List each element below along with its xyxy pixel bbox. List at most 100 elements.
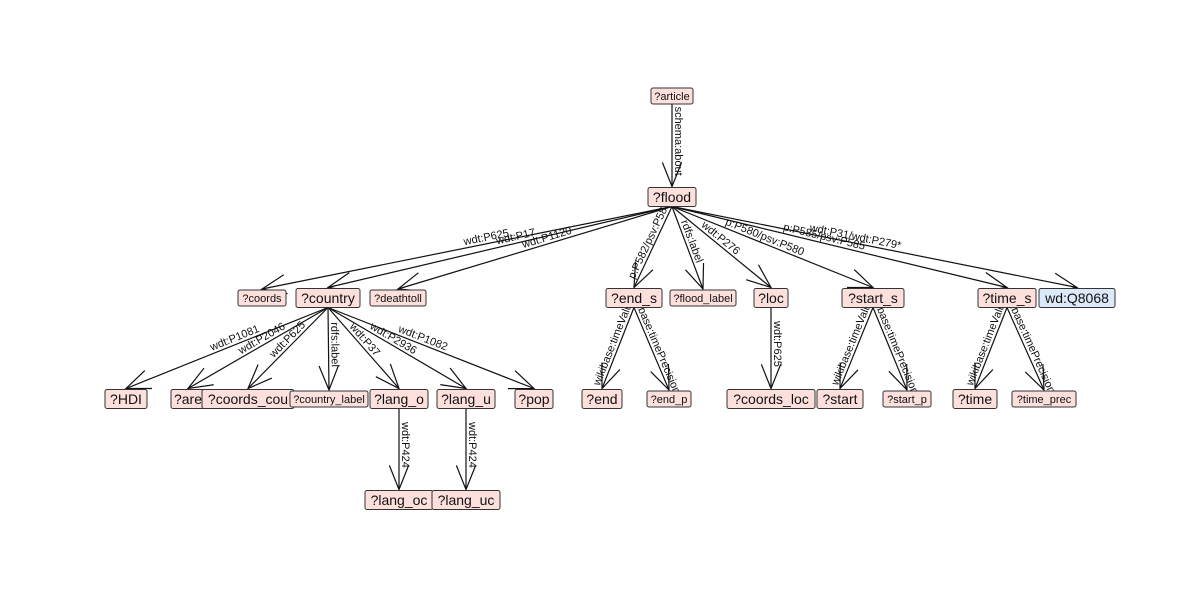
edge-arrowhead — [746, 264, 773, 289]
edge-flood-to-coords — [260, 205, 673, 295]
edge-country-to-pop — [327, 306, 536, 390]
node-label: ?article — [654, 91, 689, 103]
node-loc: ?loc — [753, 288, 789, 308]
node-label: ?time_prec — [1017, 394, 1072, 406]
edge-line — [671, 205, 1078, 289]
node-label: ?flood_label — [673, 293, 732, 305]
node-box — [1038, 288, 1116, 308]
edge-label: wdt:P625 — [771, 320, 783, 367]
edge-arrowhead — [888, 363, 908, 392]
edge-line — [125, 306, 329, 390]
edge-label: wikibase:timeValue — [829, 296, 876, 388]
node-box — [605, 288, 663, 308]
node-label: ?lang_o — [374, 391, 424, 407]
nodes-layer: ?article?flood?coords?country?deathtoll?… — [104, 87, 1116, 510]
node-box — [1011, 390, 1077, 408]
node-end-s: ?end_s — [605, 288, 663, 308]
node-deathtoll: ?deathtoll — [369, 289, 427, 307]
edge-arrowhead — [839, 362, 859, 390]
node-start-s: ?start_s — [841, 288, 905, 308]
node-time-prec: ?time_prec — [1011, 390, 1077, 408]
edge-flood-to-flood_label — [671, 206, 705, 291]
node-box — [369, 389, 429, 409]
edge-arrowhead — [661, 162, 683, 189]
node-box — [726, 389, 816, 409]
edge-flood-to-start_s — [671, 205, 875, 289]
edge-start_s-to-start_p — [872, 307, 908, 392]
node-label: ?time — [958, 391, 992, 407]
edge-arrowhead — [650, 363, 670, 392]
edge-line — [671, 205, 1008, 289]
node-lang-o: ?lang_o — [369, 389, 429, 409]
edge-line — [633, 307, 670, 391]
edge-arrowhead — [1024, 363, 1045, 392]
node-area: ?are — [170, 389, 206, 409]
node-label: ?coords_loc — [733, 391, 809, 407]
node-box — [289, 390, 369, 408]
node-coords-loc: ?coords_loc — [726, 389, 816, 409]
node-article: ?article — [650, 87, 694, 105]
edge-line — [671, 205, 874, 289]
edge-label: schema:about — [672, 107, 684, 176]
node-box — [581, 389, 623, 409]
edge-arrowhead — [375, 363, 401, 390]
node-lang-u: ?lang_u — [436, 389, 496, 409]
edge-line — [872, 307, 908, 391]
edge-line — [327, 306, 467, 390]
node-label: ?end_s — [611, 290, 657, 306]
node-flood: ?flood — [647, 187, 697, 207]
node-box — [841, 288, 905, 308]
node-box — [369, 289, 427, 307]
edge-country-to-lang_o — [327, 307, 401, 390]
edge-country-to-country_label — [318, 307, 339, 392]
node-end: ?end — [581, 389, 623, 409]
edge-label: wdt:P424 — [466, 421, 478, 468]
node-box — [977, 288, 1037, 308]
node-country-label: ?country_label — [289, 390, 369, 408]
edge-label: wdt:P424 — [399, 421, 411, 468]
edge-arrowhead — [974, 362, 994, 391]
edge-arrowhead — [633, 261, 654, 289]
edge-time_s-to-time — [974, 307, 1008, 391]
edge-line — [247, 307, 329, 389]
node-label: ?start_p — [887, 394, 927, 406]
node-label: ?end_p — [651, 394, 688, 406]
node-label: ?country — [301, 290, 355, 306]
edge-arrowhead — [186, 367, 214, 390]
edge-time_s-to-time_prec — [1006, 307, 1045, 392]
node-lang-oc: ?lang_oc — [364, 490, 434, 510]
node-box — [753, 288, 789, 308]
node-end-p: ?end_p — [646, 390, 692, 408]
edge-flood-to-country — [326, 205, 673, 292]
node-box — [237, 289, 287, 307]
node-country: ?country — [295, 288, 361, 308]
node-time: ?time — [952, 389, 998, 409]
node-box — [650, 87, 694, 105]
edge-end_s-to-end_p — [633, 307, 670, 392]
node-label: ?end — [586, 391, 617, 407]
edge-line — [327, 307, 330, 391]
edge-country-to-lang_u — [327, 306, 468, 390]
node-box — [104, 389, 148, 409]
node-label: ?lang_u — [441, 391, 491, 407]
edge-arrowhead — [388, 465, 410, 492]
edge-line — [187, 306, 329, 390]
edge-line — [601, 307, 635, 389]
edge-line — [397, 205, 673, 290]
edge-country-to-area — [186, 306, 329, 390]
edge-line — [1006, 307, 1045, 391]
node-start: ?start — [816, 389, 864, 409]
node-start-p: ?start_p — [882, 390, 932, 408]
node-label: ?are — [174, 391, 202, 407]
node-coords-country: ?coords_cou — [201, 389, 295, 409]
node-label: ?country_label — [293, 394, 365, 406]
edge-article-to-flood — [661, 104, 683, 189]
edge-flood-to-time_s — [671, 205, 1009, 292]
edge-line — [974, 307, 1008, 389]
node-label: ?loc — [758, 290, 784, 306]
edge-line — [327, 205, 673, 289]
edge-line — [261, 205, 673, 290]
edge-flood-to-loc — [671, 206, 773, 289]
node-box — [436, 389, 496, 409]
